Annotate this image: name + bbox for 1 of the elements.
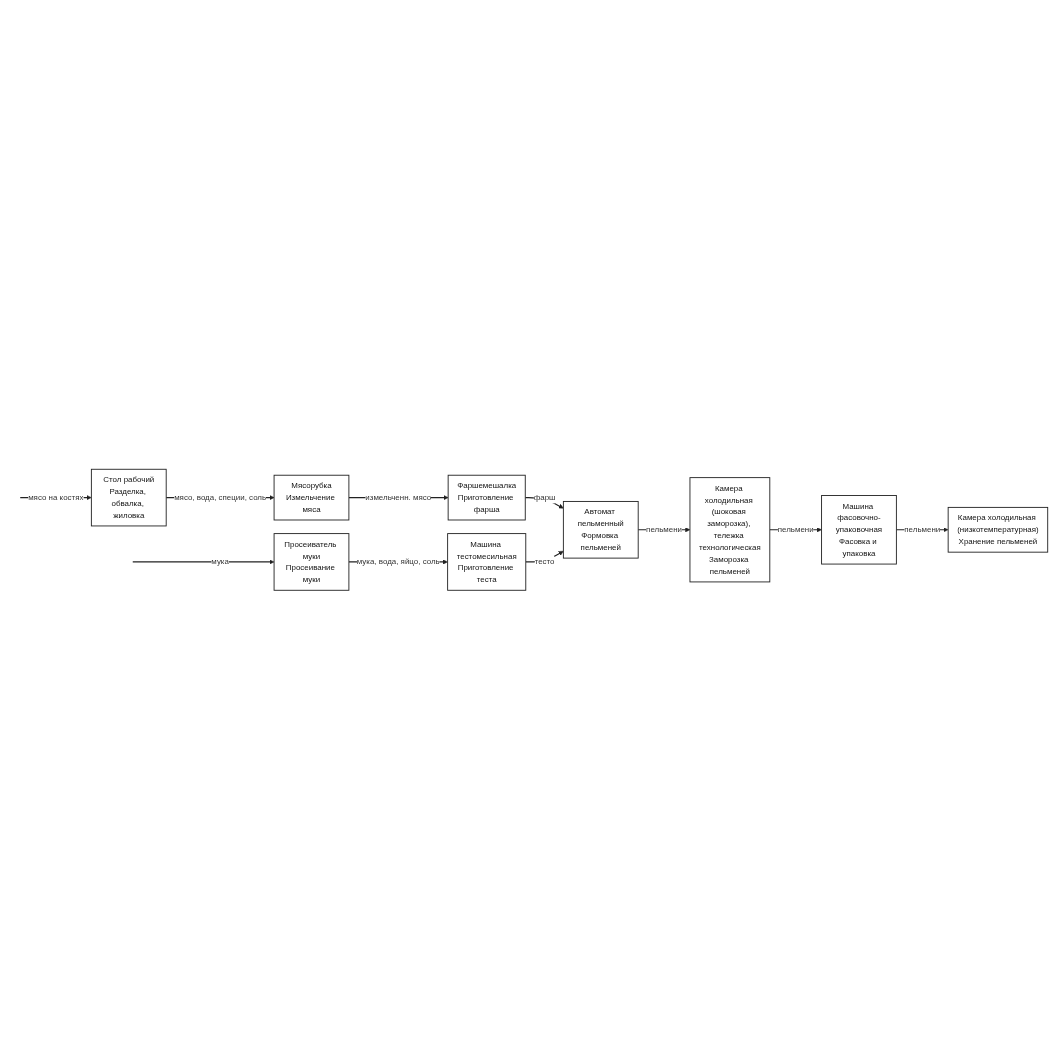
arrow	[132, 559, 275, 565]
